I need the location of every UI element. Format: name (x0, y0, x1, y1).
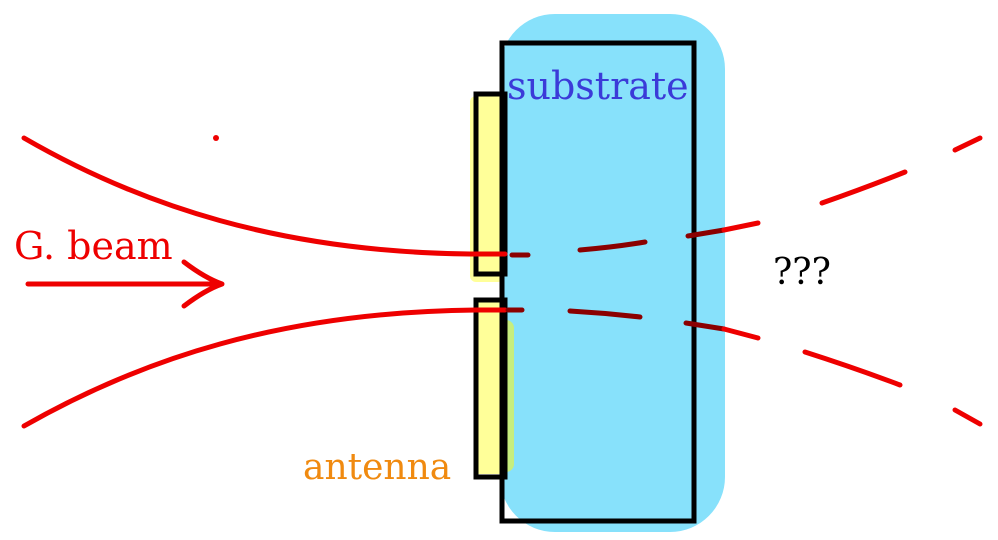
beam-lower-outside-dash-3 (952, 407, 983, 427)
stray-dot (213, 135, 219, 141)
beam-label: G. beam (14, 224, 173, 268)
beam-lower-inside-dash-2 (567, 308, 643, 320)
substrate-fill (500, 14, 725, 532)
beam-upper-outside-dash-1 (721, 220, 761, 233)
beam-lower-outside-dash-2 (802, 349, 903, 388)
beam-upper-inside-dash-3 (685, 227, 727, 239)
antenna-bottom-pad-outline (473, 297, 508, 480)
beam-upper-inside-dash-2 (577, 239, 648, 253)
antenna-top-pad-outline (473, 91, 508, 277)
beam-lower-inside-dash-3 (683, 320, 727, 332)
beam-lower-outside-dash-1 (721, 326, 761, 341)
unknown-label: ??? (773, 252, 831, 293)
substrate-label: substrate (507, 64, 689, 108)
beam-direction-arrowhead (181, 259, 225, 309)
antenna-label: antenna (303, 447, 451, 488)
beam-upper-outside-dash-2 (819, 169, 908, 206)
antenna-bottom-pad-fill (474, 302, 504, 474)
beam-upper-edge (21, 135, 508, 257)
beam-lower-edge (21, 307, 508, 429)
beam-upper-outside-dash-3 (952, 135, 983, 153)
substrate-outline (499, 40, 697, 524)
